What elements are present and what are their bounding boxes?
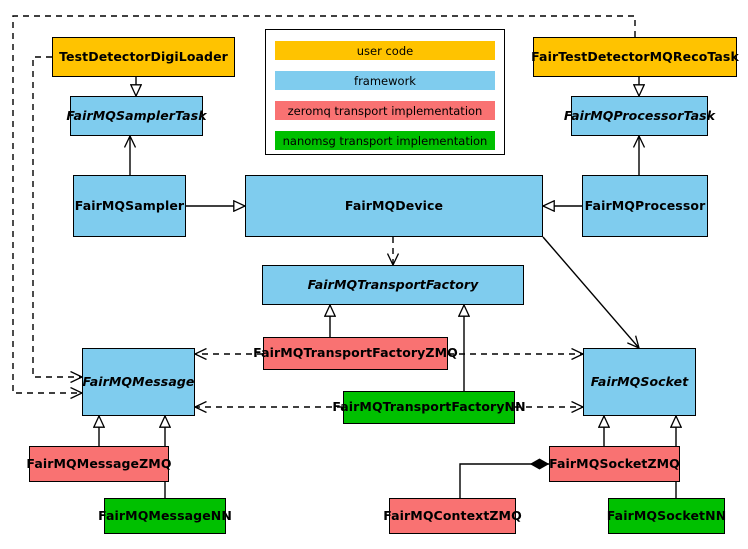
class-node-FairMQSampler: FairMQSampler: [73, 175, 186, 237]
legend-item-nanomsg: nanomsg transport implementation: [275, 131, 495, 150]
class-node-FairMQTransportFactoryZMQ: FairMQTransportFactoryZMQ: [253, 337, 458, 370]
legend-item-zeromq: zeromq transport implementation: [275, 101, 495, 120]
edge-contextzmq-socketzmq: [459, 464, 549, 498]
class-node-FairMQMessageZMQ: FairMQMessageZMQ: [26, 446, 171, 482]
legend-item-framework: framework: [275, 71, 495, 90]
class-node-FairMQSocket: FairMQSocket: [583, 348, 696, 416]
class-node-FairMQContextZMQ: FairMQContextZMQ: [383, 498, 522, 534]
class-node-FairMQProcessor: FairMQProcessor: [582, 175, 708, 237]
class-node-FairMQTransportFactory: FairMQTransportFactory: [262, 265, 524, 305]
class-node-FairMQMessage: FairMQMessage: [82, 348, 195, 416]
class-node-FairMQSocketNN: FairMQSocketNN: [607, 498, 726, 534]
class-node-FairMQMessageNN: FairMQMessageNN: [98, 498, 232, 534]
class-node-FairMQSamplerTask: FairMQSamplerTask: [66, 96, 207, 136]
class-node-FairTestDetectorMQRecoTask: FairTestDetectorMQRecoTask: [531, 37, 739, 77]
class-node-FairMQTransportFactoryNN: FairMQTransportFactoryNN: [332, 391, 526, 424]
class-node-FairMQDevice: FairMQDevice: [245, 175, 543, 237]
class-node-FairMQSocketZMQ: FairMQSocketZMQ: [549, 446, 680, 482]
legend-item-user-code: user code: [275, 41, 495, 60]
class-node-FairMQProcessorTask: FairMQProcessorTask: [564, 96, 715, 136]
edge-device-socket: [542, 236, 639, 348]
class-node-TestDetectorDigiLoader: TestDetectorDigiLoader: [52, 37, 235, 77]
